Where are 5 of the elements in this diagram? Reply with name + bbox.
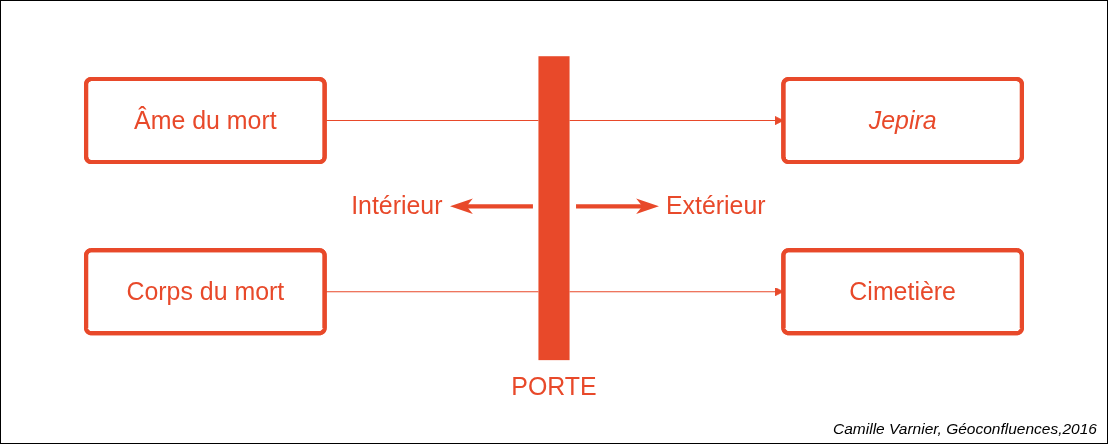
direction-label: Extérieur [666,191,766,221]
caption: Camille Varnier, Géoconfluences,2016 [833,420,1097,438]
node-box [538,56,570,361]
direction-label: Intérieur [351,191,443,221]
node-label: PORTE [511,372,597,401]
